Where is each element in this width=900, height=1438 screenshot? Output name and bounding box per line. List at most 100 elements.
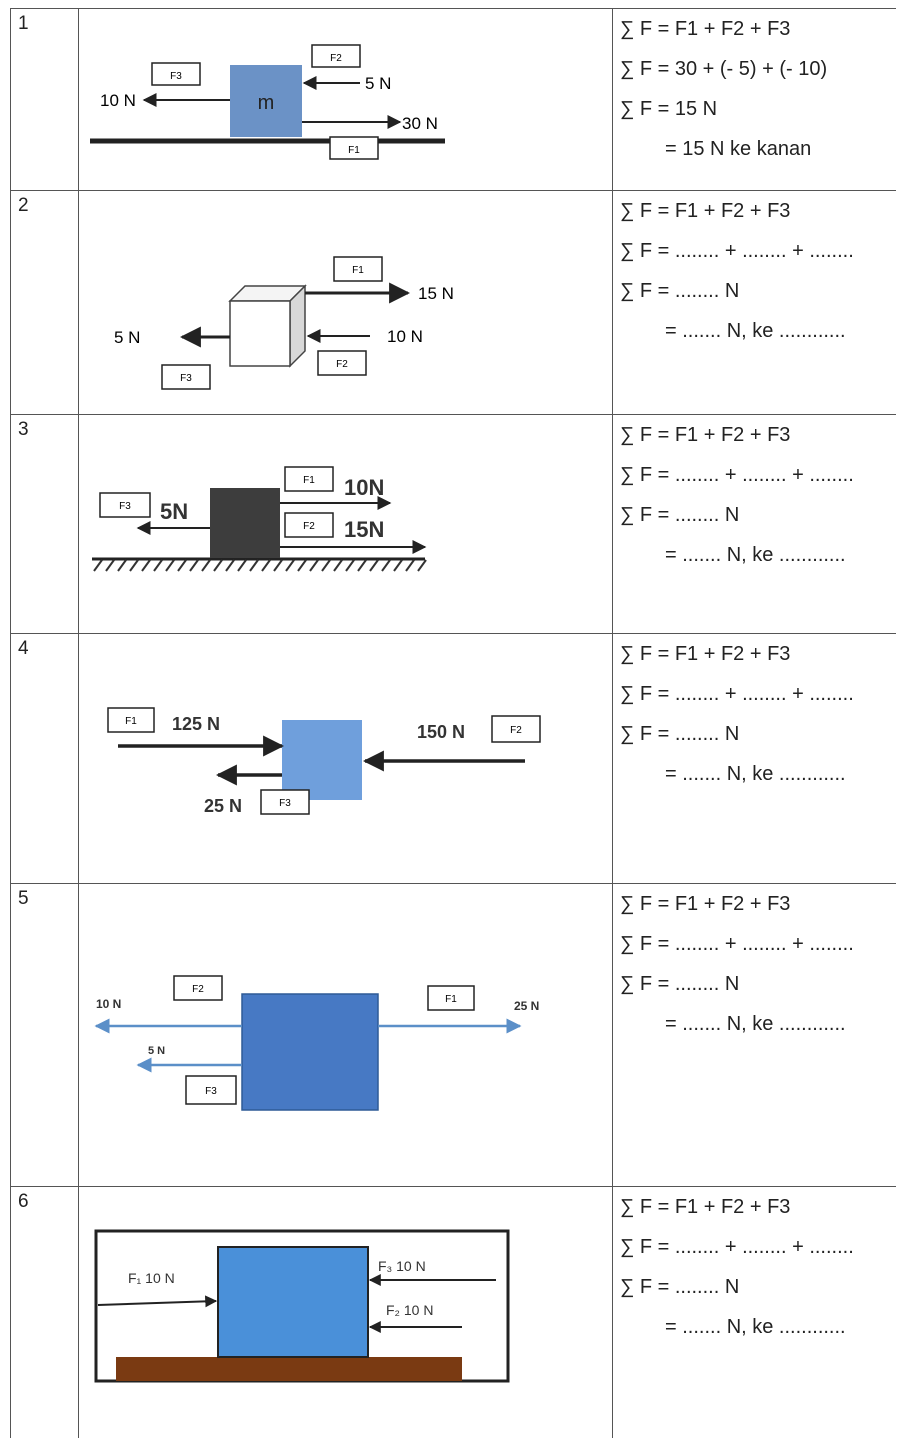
force-value-f2: 150 N [417,722,465,742]
force-value-f2: 5 N [365,74,391,93]
equation-line: ∑ F = F1 + F2 + F3 [620,18,791,40]
equation-line: ∑ F = ........ N [620,723,740,745]
force-value-f3: 5N [160,499,188,524]
row-number: 6 [18,1191,29,1212]
force-diagram-svg: m 30 N F1 5 N F2 10 N F3 [90,44,445,160]
force-label-f1: F1 [348,145,360,156]
equation-line: ∑ F = F1 + F2 + F3 [620,200,791,222]
table-row: 5 25 N F1 10 N F2 5 N F3 [10,883,896,1187]
force-arrow-f1 [97,1295,218,1308]
force-label-f3: F3 [170,71,182,82]
label-box-f2 [311,44,361,68]
column-divider [10,1187,11,1438]
resultant-force-calculation: ∑ F = F1 + F2 + F3 ∑ F = ........ + ....… [620,634,896,794]
label-box-f3 [151,62,201,86]
label-box-f2 [317,350,367,376]
column-divider [78,1187,79,1438]
force-value-f2: 15N [344,517,384,542]
equation-line: ∑ F = F1 + F2 + F3 [620,893,791,915]
column-divider [10,415,11,634]
force-label-f1: F1 [125,716,137,727]
label-box-f3 [161,364,211,390]
column-divider [612,191,613,415]
force-label-f1: F1 [445,994,457,1005]
force-label-f3: F3 [205,1086,217,1097]
row-number: 5 [18,888,29,909]
column-divider [10,191,11,415]
row-number: 1 [18,13,29,34]
resultant-force-calculation: ∑ F = F1 + F2 + F3 ∑ F = ........ + ....… [620,415,896,575]
label-box-f1 [333,256,383,282]
equation-line: = 15 N ke kanan [665,138,812,160]
force-value-f1: 10N [344,475,384,500]
label-box-f2 [491,715,541,743]
label-box-f1 [284,466,334,492]
force-diagram-svg: F₁ 10 N F₂ 10 N F₃ 10 N [94,1229,510,1383]
force-diagram-svg: 25 N F1 10 N F2 5 N F3 [94,975,539,1111]
force-label-f3: F3 [119,501,131,512]
resultant-force-calculation: ∑ F = F1 + F2 + F3 ∑ F = ........ + ....… [620,191,896,351]
force-value-f3: 25 N [204,796,242,816]
label-box-f1 [329,136,379,160]
force-label-f2: F2 [336,359,348,370]
equation-line: ∑ F = F1 + F2 + F3 [620,643,791,665]
solid-block [210,488,280,558]
force-value-f1: 30 N [402,114,438,133]
force-diagram: m 30 N F1 5 N F2 10 N F3 [80,9,612,191]
row-number: 4 [18,638,29,659]
column-divider [612,415,613,634]
column-divider [10,884,11,1187]
worksheet-table: 1 m 30 N F1 5 N F2 10 N [10,8,898,1438]
equation-line: ∑ F = ........ + ........ + ........ [620,933,854,955]
row-number: 3 [18,419,29,440]
label-box-f2 [284,512,334,538]
table-row: 2 15 N F1 10 N F [10,190,896,415]
force-diagram-svg: 125 N F1 150 N F2 25 N F3 [107,707,541,816]
force-label-f2: F₂ 10 N [386,1302,433,1318]
equation-line: ∑ F = ........ N [620,973,740,995]
column-divider [612,884,613,1187]
table-row: 1 m 30 N F1 5 N F2 10 N [10,8,896,191]
label-box-f2 [173,975,223,1001]
equation-line: ∑ F = F1 + F2 + F3 [620,1196,791,1218]
row-number: 2 [18,195,29,216]
floor-surface [116,1357,462,1381]
force-diagram: 125 N F1 150 N F2 25 N F3 [80,634,612,884]
equation-line: ∑ F = ........ N [620,280,740,302]
resultant-force-calculation: ∑ F = F1 + F2 + F3 ∑ F = ........ + ....… [620,884,896,1044]
table-row: 6 F₁ 10 N F₂ 10 N F₃ 10 N ∑ F = F1 [10,1186,896,1438]
force-value-f1: 125 N [172,714,220,734]
column-divider [78,415,79,634]
equation-line: ∑ F = ........ + ........ + ........ [620,1236,854,1258]
equation-line: ∑ F = ........ + ........ + ........ [620,464,854,486]
label-box-f1 [427,985,475,1011]
equation-line: ∑ F = F1 + F2 + F3 [620,424,791,446]
force-diagram: F₁ 10 N F₂ 10 N F₃ 10 N [80,1187,612,1438]
column-divider [78,191,79,415]
force-value-f3: 10 N [100,91,136,110]
column-divider [612,1187,613,1438]
force-diagram-svg: 10N F1 15N F2 5N F3 [92,466,427,572]
force-label-f2: F2 [303,521,315,532]
force-block [282,720,362,800]
force-block [217,1246,369,1358]
equation-line: ∑ F = 15 N [620,98,718,120]
force-diagram: 10N F1 15N F2 5N F3 [80,415,612,634]
column-divider [10,634,11,884]
force-label-f3: F3 [180,373,192,384]
equation-line: ∑ F = ........ N [620,1276,740,1298]
equation-line: = ....... N, ke ............ [665,544,846,566]
force-label-f2: F2 [510,725,522,736]
force-block [241,993,379,1111]
force-label-f1: F₁ 10 N [128,1270,175,1286]
equation-line: = ....... N, ke ............ [665,1013,846,1035]
force-value-f1: 15 N [418,284,454,303]
force-value-f3: 5 N [148,1045,165,1057]
label-box-f3 [260,789,310,815]
force-value-f2: 10 N [387,327,423,346]
force-value-f2: 10 N [96,997,121,1011]
resultant-force-calculation: ∑ F = F1 + F2 + F3 ∑ F = ........ + ....… [620,1187,896,1347]
force-label-f1: F1 [352,265,364,276]
table-row: 3 [10,414,896,634]
force-value-f1: 25 N [514,999,539,1013]
